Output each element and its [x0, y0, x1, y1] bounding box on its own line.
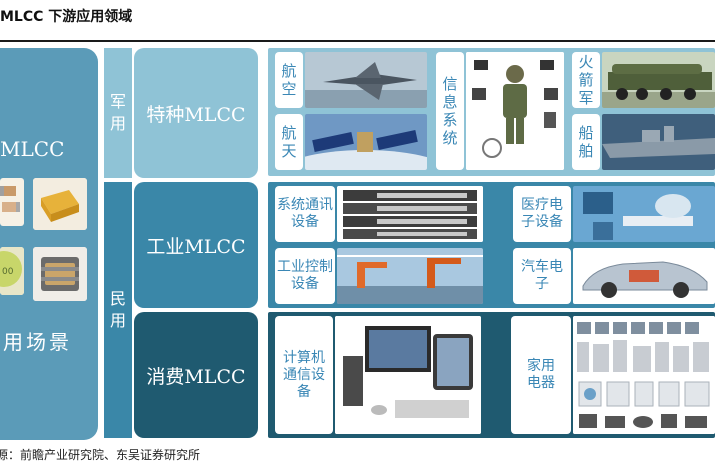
rocket-army-label: 火箭军 [572, 52, 600, 108]
military-center-label: 特种MLCC [134, 48, 258, 178]
satellite-icon [305, 114, 427, 170]
left-bottom-label: 应用场景 [0, 326, 72, 355]
telecom-image [337, 186, 483, 242]
computing-label: 计算机通信设备 [275, 316, 333, 434]
svg-text:00: 00 [2, 267, 14, 277]
ship-image [602, 114, 715, 170]
car-cutaway-icon [573, 248, 715, 304]
factory-robot-icon [337, 248, 483, 304]
rocket-army-image [602, 52, 715, 108]
military-side-label: 军用 [104, 48, 132, 178]
medical-image [573, 186, 715, 242]
automotive-label: 汽车电子 [513, 248, 571, 304]
page-title: MLCC 下游应用领域 [0, 6, 132, 26]
industrial-control-label: 工业控制设备 [275, 248, 335, 304]
industrial-center-label: 工业MLCC [134, 182, 258, 308]
fighter-jet-icon [305, 52, 427, 108]
computer-devices-icon [335, 316, 481, 434]
warship-icon [602, 114, 715, 170]
network-switch-icon [337, 186, 483, 242]
info-system-label: 信息系统 [436, 52, 464, 170]
aerospace-label: 航天 [275, 114, 303, 170]
ship-label: 船舶 [572, 114, 600, 170]
military-side-text: 军用 [109, 91, 127, 135]
consumer-center-label: 消费MLCC [134, 312, 258, 438]
source-note: 源：前瞻产业研究院、东吴证券研究所 [0, 446, 200, 463]
civil-side-label: 民用 [104, 182, 132, 438]
left-top-label: MLCC [0, 137, 64, 161]
chip-image-2 [33, 178, 87, 230]
soldier-system-icon [466, 52, 564, 170]
computing-image [335, 316, 481, 434]
left-bottom-label-text: 应用场景 [0, 326, 72, 355]
telecom-label: 系统通讯设备 [275, 186, 335, 242]
aviation-image [305, 52, 427, 108]
automotive-image [573, 248, 715, 304]
appliances-label: 家用电器 [511, 316, 571, 434]
medical-label: 医疗电子设备 [513, 186, 571, 242]
inductor-icon [33, 247, 87, 301]
appliances-label-text: 家用电器 [521, 358, 561, 392]
industrial-control-image [337, 248, 483, 304]
computing-label-text: 计算机通信设备 [279, 350, 329, 401]
capacitor-icon [0, 178, 24, 226]
missile-truck-icon [602, 52, 715, 108]
civil-side-text: 民用 [109, 288, 127, 332]
medical-equipment-icon [573, 186, 715, 242]
aerospace-image [305, 114, 427, 170]
chip-image-4 [33, 247, 87, 301]
tantalum-capacitor-icon [33, 178, 87, 230]
home-appliances-icon [573, 316, 715, 434]
disc-capacitor-icon: 00 [0, 247, 24, 295]
chip-image-3: 00 [0, 247, 24, 295]
left-column [0, 48, 98, 440]
info-system-image [466, 52, 564, 170]
title-rule [0, 40, 715, 42]
aviation-label: 航空 [275, 52, 303, 108]
chip-image-1 [0, 178, 24, 226]
appliances-image [573, 316, 715, 434]
